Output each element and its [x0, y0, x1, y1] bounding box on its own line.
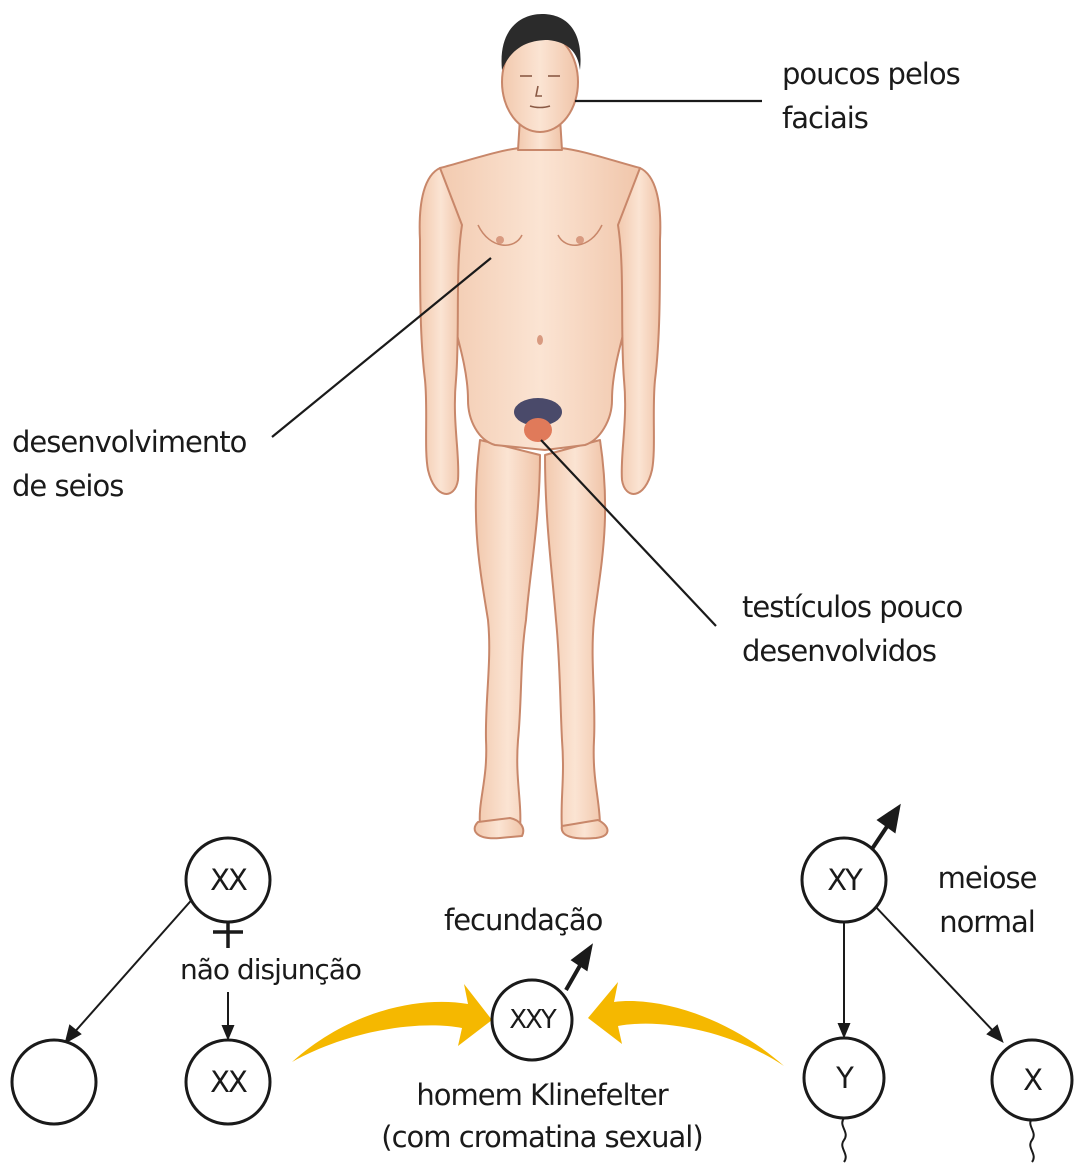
label-facial-hair-line2: faciais	[782, 96, 960, 140]
cell-text-male-gamete-x: X	[987, 1064, 1074, 1096]
male-symbol-arrow-parent	[870, 808, 898, 852]
female-gamete-empty	[12, 1040, 96, 1124]
label-breasts-line1: desenvolvimento	[12, 420, 246, 464]
label-klinefelter-line1: homem Klinefelter	[352, 1074, 732, 1116]
cell-text-male-gamete-y: Y	[799, 1062, 889, 1094]
yellow-arrow-left	[292, 984, 492, 1062]
cell-text-zygote: XXY	[487, 1004, 577, 1036]
label-facial-hair: poucos pelos faciais	[782, 52, 960, 140]
cell-text-male-parent: XY	[799, 864, 889, 896]
label-testes: testículos pouco desenvolvidos	[742, 585, 962, 673]
label-testes-line1: testículos pouco	[742, 585, 962, 629]
label-nondisjunction: não disjunção	[180, 948, 361, 992]
sperm-tails	[842, 1118, 1033, 1162]
cell-text-female-gamete-xx: XX	[183, 1066, 273, 1098]
label-meiosis-line2: normal	[912, 900, 1062, 944]
label-fertilization: fecundação	[444, 898, 602, 942]
label-klinefelter: homem Klinefelter (com cromatina sexual)	[352, 1074, 732, 1158]
yellow-arrow-right	[588, 982, 784, 1066]
label-facial-hair-line1: poucos pelos	[782, 52, 960, 96]
genitals	[524, 418, 552, 442]
male-symbol-arrow-zygote	[566, 948, 590, 990]
label-klinefelter-line2: (com cromatina sexual)	[352, 1116, 732, 1158]
label-breasts: desenvolvimento de seios	[12, 420, 246, 508]
label-meiosis: meiose normal	[912, 856, 1062, 944]
label-breasts-line2: de seios	[12, 464, 246, 508]
cell-text-female-parent: XX	[183, 864, 273, 896]
label-testes-line2: desenvolvidos	[742, 629, 962, 673]
label-meiosis-line1: meiose	[912, 856, 1062, 900]
